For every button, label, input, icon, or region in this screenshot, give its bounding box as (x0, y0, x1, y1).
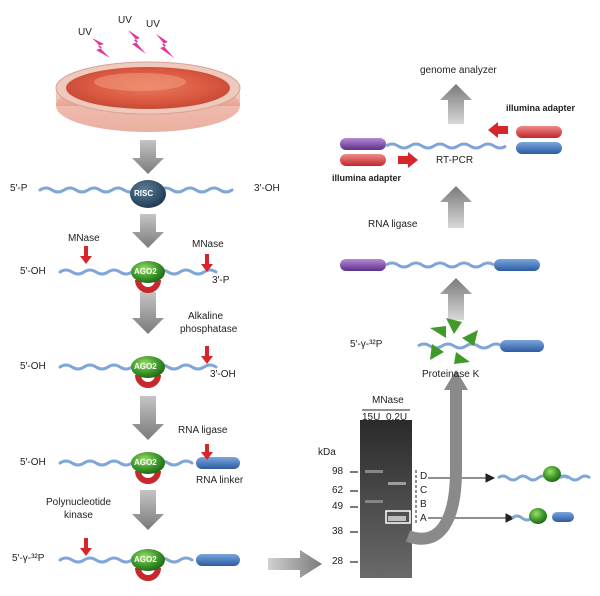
proteinase-k-icon (417, 318, 544, 364)
gel-arrow-head (444, 370, 468, 390)
phosphatase-label-2: phosphatase (180, 324, 238, 335)
mnase-5p-label: 5′-OH (20, 266, 46, 277)
risc-protein-label: RISC (134, 189, 154, 198)
kinase-label-2: kinase (64, 510, 93, 521)
gel-lane-label: 0.2U (386, 412, 408, 423)
phosphatase-5oh-label: 5′-OH (20, 361, 46, 372)
rtpcr-label: RT-PCR (436, 155, 474, 166)
ligase-label: RNA ligase (178, 425, 228, 436)
ago2-label: AGO2 (134, 555, 157, 564)
gel-marker: 49 (332, 501, 344, 512)
rna-linker-caps (196, 457, 240, 566)
right-rna-ligase-label: RNA ligase (368, 219, 418, 230)
gel-marker: 38 (332, 526, 344, 537)
genome-analyzer-label: genome analyzer (420, 65, 497, 76)
mnase-left-label: MNase (68, 233, 100, 244)
uv-label: UV (78, 27, 92, 38)
gel-to-proteinase-arrow (405, 388, 462, 545)
rna-linker-label: RNA linker (196, 475, 244, 486)
risc-complex-icon (130, 180, 166, 208)
left-flow-arrows (132, 140, 164, 530)
ligase-5oh-label: 5′-OH (20, 457, 46, 468)
uv-label: UV (118, 15, 132, 26)
gel-band-label: B (420, 499, 427, 510)
gel-lane-label: 15U (362, 412, 381, 423)
rtpcr-adapters (340, 126, 562, 166)
uv-label: UV (146, 19, 160, 30)
band-products (497, 466, 591, 524)
red-enzyme-arrows (80, 122, 508, 556)
risc-left-label: 5′-P (10, 183, 28, 194)
band-arrows (428, 473, 516, 523)
gel-marker: 28 (332, 556, 344, 567)
mnase-3p-label: 3′-P (212, 275, 230, 286)
proteinase-k-label: Proteinase K (422, 369, 480, 380)
phosphatase-3oh-label: 3′-OH (210, 369, 236, 380)
right-flow-arrows (440, 84, 472, 320)
gel-unit-label: kDa (318, 447, 336, 458)
to-gel-arrow (268, 550, 322, 578)
illumina-adapter-left-label: illumina adapter (332, 173, 402, 183)
gel-marker: 62 (332, 485, 344, 496)
illumina-adapter-right-label: illumina adapter (506, 103, 576, 113)
gel-band-label: D (420, 471, 428, 482)
right-ligase-row (340, 259, 540, 271)
phosphatase-label-1: Alkaline (188, 311, 224, 322)
proteinase-5p-label: 5′-γ-³²P (350, 339, 383, 350)
mnase-right-label: MNase (192, 239, 224, 250)
kinase-5p-label: 5′-γ-³²P (12, 553, 45, 564)
gel-band-label: A (420, 513, 427, 524)
gel-title: MNase (372, 395, 404, 406)
ago2-label: AGO2 (134, 267, 157, 276)
ago2-label: AGO2 (134, 362, 157, 371)
risc-right-label: 3′-OH (254, 183, 280, 194)
gel-marker-ticks (350, 471, 358, 563)
gel-band-label: C (420, 485, 428, 496)
ago2-protein-icon (131, 261, 165, 581)
kinase-label-1: Polynucleotide (46, 497, 112, 508)
gel-marker: 98 (332, 466, 344, 477)
ago2-label: AGO2 (134, 458, 157, 467)
petri-dish-icon (55, 61, 241, 132)
uv-lightning-icon (92, 30, 174, 58)
gel-image (360, 409, 412, 578)
